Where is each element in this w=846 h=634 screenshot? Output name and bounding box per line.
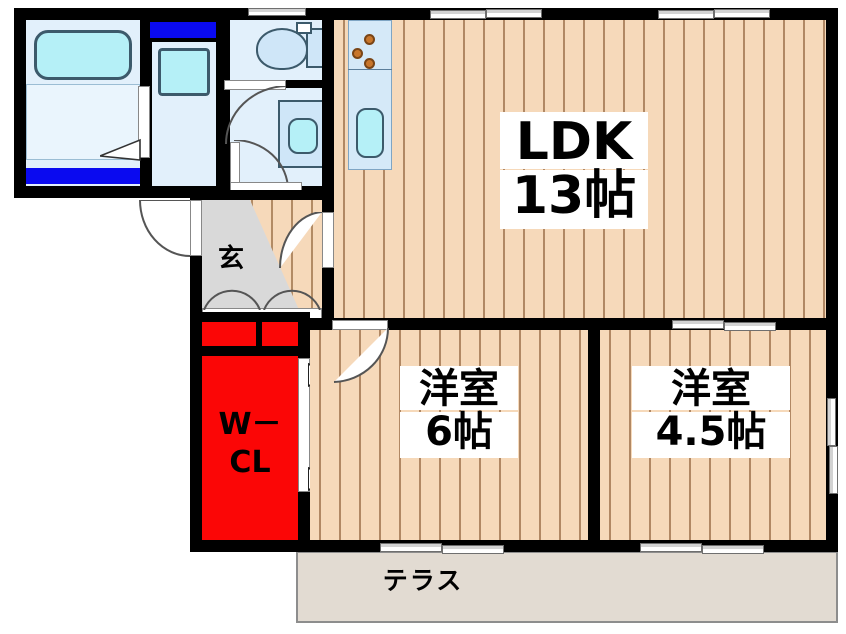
bathroom-window-bottom <box>26 168 140 184</box>
bedroom-small-terrace-door-left[interactable] <box>640 543 702 552</box>
bedroom-main-label-name: 洋室 <box>400 366 518 410</box>
bedroom-main-label-size: 6帖 <box>400 412 518 458</box>
genkan-label: 玄 <box>217 244 244 274</box>
entrance-door-panel[interactable] <box>190 200 202 256</box>
terrace-label: テラス <box>382 566 464 595</box>
bedroom-main-terrace-door-right[interactable] <box>442 545 504 554</box>
stove-burner-2-icon <box>364 34 375 45</box>
wcl-folding-door-panel[interactable] <box>298 358 310 492</box>
ldk-hall-door-panel[interactable] <box>322 212 334 268</box>
bedroom-main-door-panel[interactable] <box>332 320 388 330</box>
bedroom-small-label-name: 洋室 <box>632 366 790 410</box>
bathtub-fixture <box>34 30 132 80</box>
bedroom-main-right-wall <box>588 318 600 552</box>
entrance-door-swing-icon <box>138 200 191 257</box>
terrace-area <box>296 551 838 623</box>
bath-door-swing-icon <box>100 138 141 161</box>
lavatory-basin-fixture <box>288 118 318 154</box>
wcl-top-strip-right <box>262 322 298 346</box>
ldk-window-left-2[interactable] <box>486 9 542 18</box>
bedroom-small-label-size: 4.5帖 <box>632 412 790 458</box>
bedroom-small-window-top-left[interactable] <box>672 320 724 329</box>
ldk-label-name: LDK <box>500 112 648 170</box>
kitchen-sink-fixture <box>356 108 384 158</box>
ldk-label-size: 13帖 <box>500 169 648 230</box>
washroom-door-panel[interactable] <box>224 80 286 90</box>
ldk-right-wall <box>826 8 838 320</box>
wcl-label-line1: W－ <box>218 407 282 442</box>
lavatory-door-swing-icon <box>234 140 289 191</box>
wcl-label-line2: CL <box>229 444 271 480</box>
washing-machine-pan <box>156 46 212 98</box>
bedroom-small-terrace-door-right[interactable] <box>702 545 764 554</box>
ldk-hall-door-swing-icon <box>278 212 323 269</box>
ldk-window-right[interactable] <box>658 10 714 19</box>
genkan-inner-door-swing-icon <box>203 289 321 310</box>
ldk-window-right-2[interactable] <box>714 9 770 18</box>
washroom-door-swing-icon <box>225 86 286 145</box>
toilet-window <box>248 8 306 16</box>
wcl-floor <box>202 356 298 540</box>
bathroom-window-top <box>150 22 216 38</box>
wcl-top-strip-left <box>202 322 256 346</box>
bedroom-small-window-right-top[interactable] <box>827 398 836 446</box>
stove-burner-3-icon <box>364 58 375 69</box>
wcl-label: W－ CL <box>202 406 298 481</box>
bedroom-small-window-top-right[interactable] <box>724 322 776 331</box>
kitchen-stove-section <box>348 20 392 70</box>
ldk-window-left[interactable] <box>430 10 486 19</box>
bedroom-small-window-right-bottom[interactable] <box>829 446 838 494</box>
toilet-bowl-fixture <box>256 28 308 70</box>
toilet-lever-icon <box>296 22 312 34</box>
bath-door-panel[interactable] <box>138 86 150 158</box>
bedroom-main-terrace-door-left[interactable] <box>380 543 442 552</box>
stove-burner-1-icon <box>352 48 363 59</box>
bedroom-main-door-swing-icon <box>333 328 389 383</box>
